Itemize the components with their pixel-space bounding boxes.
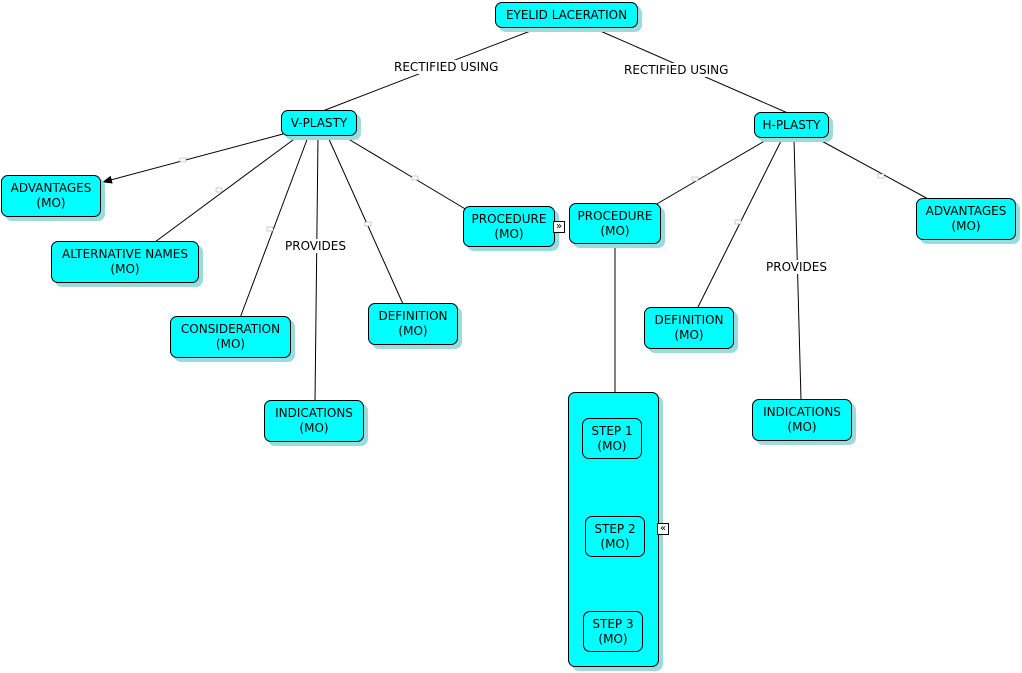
link-mark [215, 187, 223, 193]
node-h-definition[interactable]: DEFINITION (MO) [644, 307, 734, 349]
expand-toggle-icon[interactable]: » [553, 221, 565, 233]
node-sublabel: (MO) [215, 337, 246, 351]
node-v-plasty[interactable]: V-PLASTY [281, 110, 357, 136]
node-label: STEP 1 [591, 423, 633, 438]
node-label: PROCEDURE [577, 208, 653, 223]
node-label: DEFINITION [654, 313, 724, 327]
node-step-2[interactable]: STEP 2 (MO) [585, 516, 645, 557]
node-sublabel: (MO) [597, 438, 627, 453]
node-sublabel: (MO) [787, 420, 817, 434]
node-label: ALTERNATIVE NAMES [62, 247, 188, 261]
node-v-indications[interactable]: INDICATIONS (MO) [264, 400, 364, 442]
node-v-consideration[interactable]: CONSIDERATION (MO) [170, 316, 291, 358]
node-label: PROCEDURE [471, 211, 547, 226]
node-sublabel: (MO) [600, 536, 630, 551]
node-label: ADVANTAGES [10, 181, 92, 195]
node-label: CONSIDERATION [180, 322, 281, 336]
node-v-advantages[interactable]: ADVANTAGES (MO) [1, 175, 101, 217]
node-sublabel: (MO) [600, 223, 630, 238]
node-label: INDICATIONS [763, 405, 841, 419]
node-sublabel: (MO) [494, 226, 524, 241]
node-h-advantages[interactable]: ADVANTAGES (MO) [916, 198, 1016, 240]
link-vplasty-consideration [239, 136, 309, 319]
link-mark [266, 226, 274, 232]
node-sublabel: (MO) [951, 219, 981, 233]
node-sublabel: (MO) [110, 262, 140, 276]
node-h-procedure[interactable]: PROCEDURE (MO) [569, 203, 661, 244]
node-label: ADVANTAGES [925, 204, 1007, 218]
node-v-alternative-names[interactable]: ALTERNATIVE NAMES (MO) [51, 241, 199, 283]
link-label-provides-right: PROVIDES [765, 260, 828, 274]
node-step-3[interactable]: STEP 3 (MO) [583, 611, 643, 652]
link-mark [734, 219, 742, 225]
node-sublabel: (MO) [674, 328, 704, 342]
link-vplasty-indications [314, 136, 319, 403]
link-vplasty-advantages [102, 133, 284, 184]
link-label-rectified-using-right: RECTIFIED USING [623, 63, 730, 77]
node-h-plasty[interactable]: H-PLASTY [754, 112, 829, 138]
link-hplasty-procedure [654, 138, 769, 206]
node-sublabel: (MO) [299, 421, 329, 435]
link-hplasty-advantages [817, 138, 931, 201]
node-label: INDICATIONS [275, 406, 353, 420]
node-label: STEP 3 [592, 616, 634, 631]
link-vplasty-definition [327, 136, 404, 305]
node-label: DEFINITION [378, 309, 448, 323]
collapse-toggle-icon[interactable]: « [657, 523, 669, 535]
link-label-rectified-using-left: RECTIFIED USING [393, 60, 500, 74]
node-label: STEP 2 [594, 521, 636, 536]
node-v-procedure[interactable]: PROCEDURE (MO) [463, 206, 555, 247]
link-mark [411, 175, 419, 181]
node-v-definition[interactable]: DEFINITION (MO) [368, 303, 458, 345]
link-mark [877, 173, 885, 179]
node-label: EYELID LACERATION [505, 7, 628, 22]
link-mark [364, 221, 372, 227]
node-label: H-PLASTY [762, 117, 821, 132]
node-sublabel: (MO) [598, 631, 628, 646]
node-step-1[interactable]: STEP 1 (MO) [582, 418, 642, 459]
node-sublabel: (MO) [398, 324, 428, 338]
link-vplasty-procedure [344, 136, 468, 211]
link-vplasty-alternative-names [154, 136, 298, 243]
node-label: V-PLASTY [290, 115, 348, 130]
link-mark [179, 157, 187, 163]
link-mark [691, 176, 699, 182]
node-eyelid-laceration[interactable]: EYELID LACERATION [495, 2, 638, 28]
node-h-indications[interactable]: INDICATIONS (MO) [752, 399, 852, 441]
node-sublabel: (MO) [36, 196, 66, 210]
link-label-provides-left: PROVIDES [284, 239, 347, 253]
